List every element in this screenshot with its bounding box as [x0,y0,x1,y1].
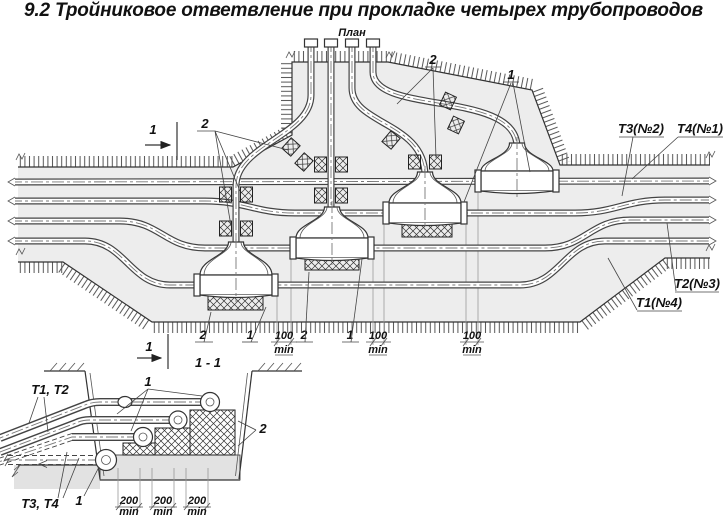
svg-text:1: 1 [347,328,354,342]
branch-risers [232,38,521,246]
label-t1-t2: Т1, Т2 [28,382,70,433]
svg-text:Т1, Т2: Т1, Т2 [31,382,69,397]
pipe-t1-no4 [10,237,714,289]
riser-1 [232,40,315,246]
plan-view: План [7,27,723,369]
svg-text:1: 1 [507,67,514,82]
svg-text:min: min [187,506,207,516]
svg-text:1: 1 [149,122,156,137]
tee-fittings [193,137,560,311]
pos-support-2: 2 [296,271,313,343]
drawing-title: 9.2 Тройниковое ответвление при прокладк… [24,0,703,21]
svg-text:min: min [368,344,388,356]
callout-support-topcenter: 2 [396,52,441,159]
tee-2 [289,201,375,271]
svg-text:1: 1 [75,493,82,508]
svg-text:Т3, Т4: Т3, Т4 [21,496,59,511]
callout-support-section: 2 [237,420,267,447]
dim-200-2: 200 min [149,495,177,516]
svg-text:Т1(№4): Т1(№4) [636,295,682,310]
section-dimension-row: 200 min 200 min 200 min [115,468,211,516]
section-pipes [0,391,221,472]
break-marks [15,50,716,256]
svg-text:2: 2 [300,328,308,342]
svg-text:min: min [119,506,139,516]
section-mark-bottom: 1 [137,334,169,369]
flow-arrow [38,460,48,468]
pipe-t4-no1 [9,177,715,186]
pos-tee-1: 1 [242,306,267,343]
svg-text:Т2(№3): Т2(№3) [674,276,720,291]
svg-text:min: min [153,506,173,516]
pipe-d-break-mark [3,453,10,467]
plan-view-label: План [338,27,366,39]
svg-text:2: 2 [200,116,209,131]
riser-4 [369,40,521,148]
svg-text:200: 200 [153,495,173,507]
riser-anchors [219,91,466,237]
svg-text:100: 100 [369,330,388,342]
tag-t2: Т2(№3) [666,222,720,293]
svg-text:100: 100 [463,330,482,342]
pipe-tags: Т3(№2) Т4(№1) Т2(№3) Т1(№4) [607,121,723,312]
section-view: 1 - 1 [0,355,302,516]
callout-tee-section-top: 1 [116,374,203,432]
svg-text:100: 100 [275,330,294,342]
tee-outlets [94,391,221,472]
section-pipe-b [0,416,174,456]
svg-text:200: 200 [119,495,139,507]
dim-200-3: 200 min [183,495,211,516]
dim-100-1: 100 min [271,330,297,356]
callout-tee-section-bottom: 1 [75,466,100,508]
section-pipe-a [0,395,207,442]
section-pipe-c [0,433,139,466]
svg-text:2: 2 [258,421,267,436]
ground-surface [44,362,302,372]
plan-callouts: 2 2 1 [197,52,531,227]
svg-text:min: min [274,344,294,356]
tee-1 [193,236,279,311]
svg-text:Т3(№2): Т3(№2) [618,121,664,136]
bench-break-mark [11,464,21,478]
pipe-a-flange [117,395,133,409]
callout-tee-top: 1 [463,67,531,203]
section-pipe-d [3,453,100,468]
label-t3-t4: Т3, Т4 [21,451,80,511]
tag-t4: Т4(№1) [631,121,723,180]
trench-edge-hatch [18,51,710,333]
pos-tee-2: 1 [342,258,363,343]
left-ground-bench [14,465,100,489]
svg-text:1: 1 [144,374,151,389]
section-view-title: 1 - 1 [195,355,221,370]
trench-edge-lower [18,257,710,323]
svg-text:1: 1 [247,328,254,342]
svg-text:min: min [462,344,482,356]
svg-text:2: 2 [428,52,437,67]
dim-100-3: 100 min [460,330,484,356]
riser-3 [348,40,429,177]
svg-text:2: 2 [199,328,207,342]
pos-support-1: 2 [195,311,213,343]
riser-collars [303,38,381,48]
plan-dimension-row: 2 1 100 min 2 [195,258,484,356]
trench-base-slab [99,454,241,481]
svg-text:Т4(№1): Т4(№1) [677,121,723,136]
svg-text:200: 200 [187,495,207,507]
tag-t3: Т3(№2) [618,121,664,197]
tee-3 [382,166,468,238]
section-labels: Т1, Т2 Т3, Т4 1 1 2 [21,374,267,511]
trench-area [18,62,710,322]
tag-t1: Т1(№4) [607,257,682,312]
dim-100-2: 100 min [366,330,391,356]
callout-support-topleft: 2 [197,116,289,227]
section-mark-top: 1 [145,122,178,160]
svg-text:1: 1 [145,339,152,354]
pipe-end-caps [7,176,717,246]
dim-200-1: 200 min [115,495,143,516]
pipe-t2-no3 [10,216,714,252]
tee-4 [474,137,560,198]
